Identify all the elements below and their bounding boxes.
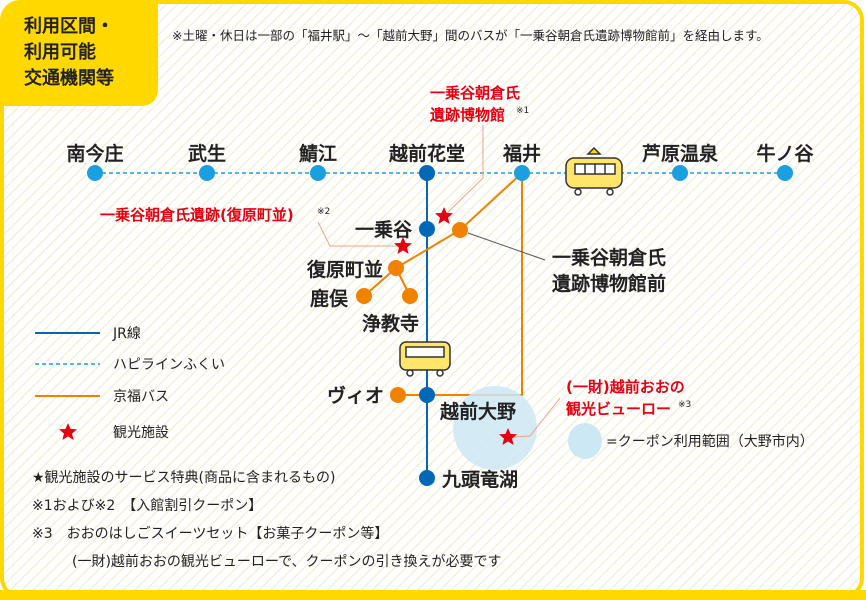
- coupon-legend-swatch: [568, 423, 602, 459]
- label-kuzuryuko: 九頭竜湖: [441, 468, 518, 491]
- bus-icon: [399, 341, 451, 377]
- label-museum-1: 一乗谷朝倉氏: [430, 84, 520, 102]
- label-bureau-2: 観光ビューロー: [566, 400, 671, 418]
- label-echizenono: 越前大野: [439, 400, 516, 423]
- label-ruins: 一乗谷朝倉氏遺跡(復原町並): [100, 206, 294, 224]
- station-echizenono[interactable]: [419, 387, 435, 403]
- stop-vio[interactable]: [390, 387, 406, 403]
- legend-facility: 観光施設: [113, 424, 169, 441]
- legend-coupon-area: =クーポン利用範囲（大野市内）: [606, 433, 814, 450]
- label-shikamata: 鹿俣: [310, 287, 349, 310]
- title-line2: 利用可能: [24, 41, 96, 63]
- star-icon-legend: [59, 423, 77, 440]
- star-icon-bureau: [499, 428, 517, 445]
- label-fukui: 福井: [502, 142, 541, 165]
- museum-note: ※1: [516, 106, 529, 116]
- legend-bus: 京福バス: [113, 389, 169, 405]
- label-ichijodani: 一乗谷: [355, 219, 413, 241]
- stop-museum[interactable]: [452, 222, 468, 238]
- label-museum-2: 遺跡博物館: [429, 106, 505, 124]
- station-fukui[interactable]: [514, 165, 530, 181]
- label-museum-stop-1: 一乗谷朝倉氏: [552, 246, 666, 269]
- stop-shikamata[interactable]: [356, 288, 372, 304]
- label-takefu: 武生: [188, 142, 226, 165]
- legend-hapiline: ハピラインふくい: [113, 357, 225, 373]
- coupon-area: [453, 386, 537, 470]
- station-ichijodani[interactable]: [419, 221, 435, 237]
- title-line3: 交通機関等: [24, 67, 114, 89]
- label-fukugenmachinami: 復原町並: [306, 258, 383, 281]
- bureau-note: ※3: [678, 400, 691, 410]
- station-sabae[interactable]: [310, 165, 326, 181]
- station-echizenhanando[interactable]: [419, 165, 435, 181]
- ruins-note: ※2: [317, 207, 330, 217]
- notes-line2: ※3 おおのはしごスイーツセット【お菓子クーポン等】: [32, 525, 388, 542]
- legend-jr: JR線: [112, 326, 141, 342]
- station-ushinoya[interactable]: [777, 165, 793, 181]
- label-jokyoji: 浄教寺: [362, 312, 419, 335]
- label-bureau-1: (一財)越前おおの: [566, 378, 685, 396]
- label-echizenhanando: 越前花堂: [388, 142, 465, 165]
- station-minamiimajo[interactable]: [87, 165, 103, 181]
- label-ushinoya: 牛ノ谷: [756, 142, 814, 165]
- star-icon-ruins: [394, 237, 412, 254]
- notes-line3: (一財)越前おおの観光ビューローで、クーポンの引き換えが必要です: [72, 553, 502, 570]
- title-box: [2, 2, 158, 106]
- label-museum-stop-2: 遺跡博物館前: [552, 272, 666, 295]
- facility-leaders: [317, 125, 561, 438]
- notes-heading: ★観光施設のサービス特典(商品に含まれるもの): [32, 469, 335, 486]
- notice-text: ※土曜・休日は一部の「福井駅」～「越前大野」間のバスが「一乗谷朝倉氏遺跡博物館前…: [172, 28, 769, 43]
- station-awaraonsen[interactable]: [672, 165, 688, 181]
- title-line1: 利用区間・: [24, 15, 114, 37]
- label-sabae: 鯖江: [298, 142, 337, 165]
- label-vio: ヴィオ: [327, 384, 384, 407]
- train-icon: [565, 146, 623, 196]
- frame-bottom: [0, 590, 866, 600]
- label-minamiimajo: 南今庄: [66, 142, 123, 165]
- station-takefu[interactable]: [199, 165, 215, 181]
- station-kuzuryuko[interactable]: [419, 470, 435, 486]
- stop-jokyoji[interactable]: [402, 288, 418, 304]
- notes-line1: ※1および※2 【入館割引クーポン】: [32, 497, 262, 514]
- museum-stop-leader: [467, 232, 546, 261]
- stop-fukugenmachinami[interactable]: [388, 260, 404, 276]
- label-awaraonsen: 芦原温泉: [642, 142, 719, 165]
- star-icon-museum: [435, 207, 453, 224]
